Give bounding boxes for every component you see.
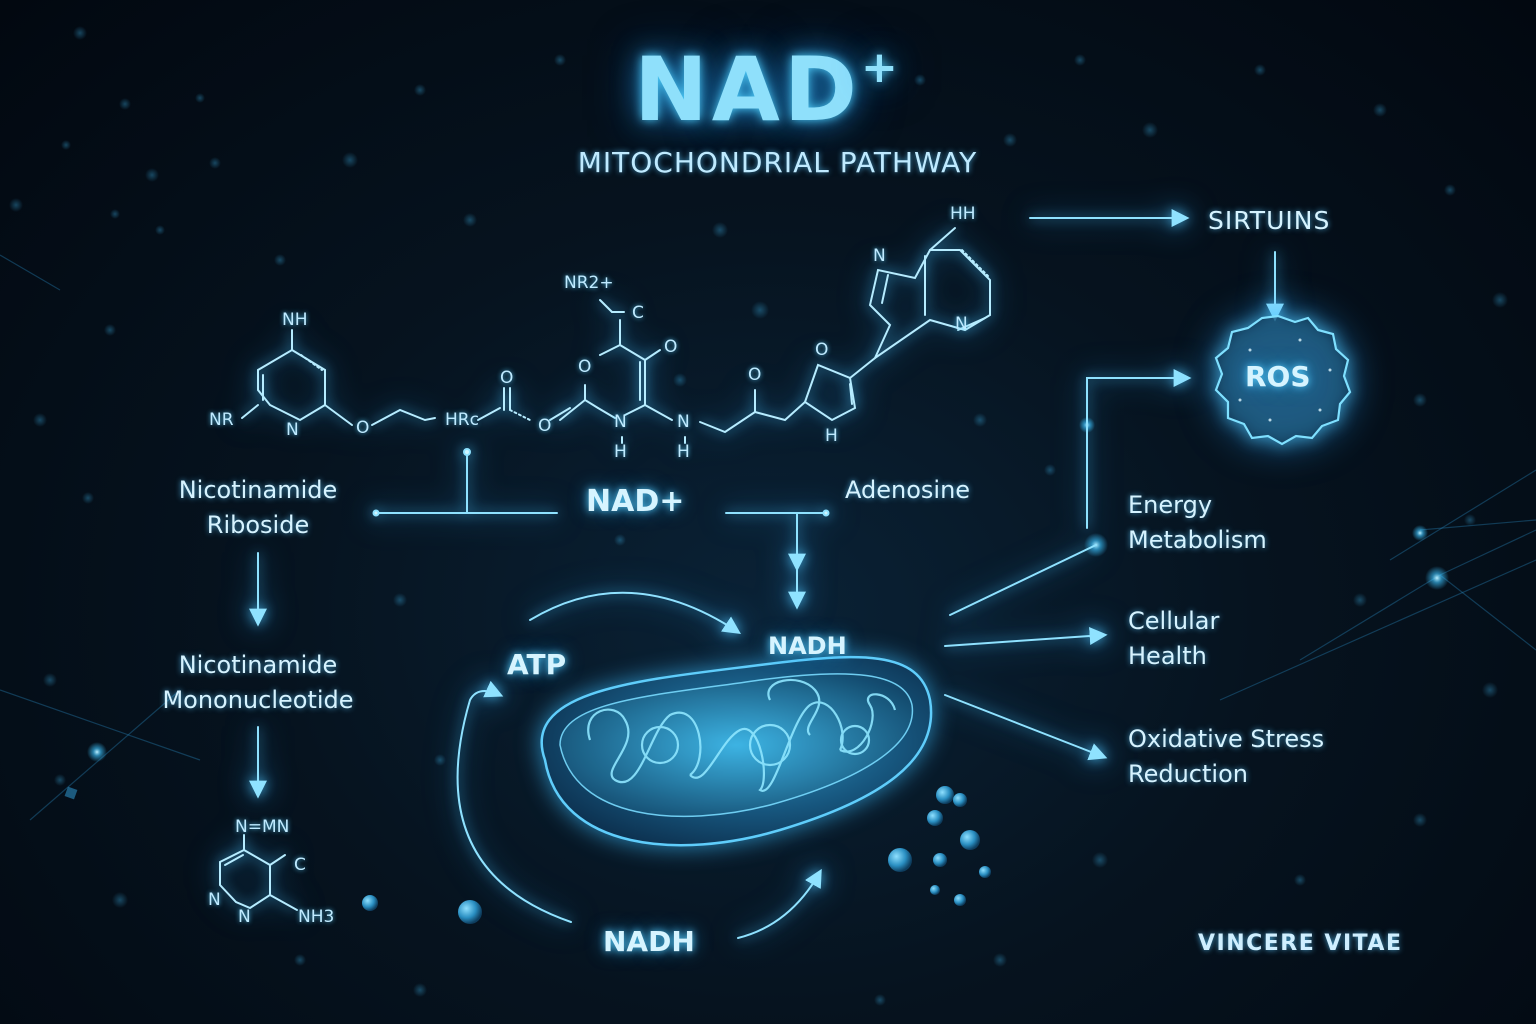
title-text: NAD: [634, 38, 861, 141]
title-superscript: +: [860, 41, 902, 93]
chem-mid-h2: H: [677, 442, 690, 462]
chem-left-nr: NR: [209, 410, 234, 430]
chem-mid-c: C: [632, 303, 644, 323]
chem-bottom-c: C: [294, 855, 306, 875]
outcome-oxidative-stress-reduction: Oxidative Stress Reduction: [1128, 725, 1325, 788]
chem-mid-o-ring: O: [578, 357, 592, 377]
brand-watermark: VINCERE VITAE: [1198, 931, 1403, 956]
outcome-energy-metabolism: Energy Metabolism: [1128, 491, 1267, 554]
chem-left-o-link: O: [538, 416, 552, 436]
node-nadh-top: NADH: [768, 632, 847, 660]
node-nicotinamide-mononucleotide: Nicotinamide Mononucleotide: [162, 651, 354, 714]
chem-bottom-nh3: NH3: [298, 907, 335, 927]
chem-mid-n1: N: [614, 412, 627, 432]
chem-bottom-n1: N: [208, 890, 221, 910]
chem-adenine-hh: HH: [950, 204, 976, 224]
diagram-subtitle: MITOCHONDRIAL PATHWAY: [577, 146, 978, 179]
diagram-title: NAD+: [0, 38, 1536, 141]
chem-mid-n2: N: [677, 412, 690, 432]
chem-bottom-n2: N: [238, 907, 251, 927]
chem-mid-o-chain: O: [748, 365, 762, 385]
outcome-cellular-health: Cellular Health: [1128, 607, 1220, 670]
chem-adenine-n2: N: [955, 314, 968, 334]
chem-mid-h1: H: [614, 442, 627, 462]
chem-furan-o: O: [815, 340, 829, 360]
chem-furan-h: H: [825, 426, 838, 446]
chem-left-n: N: [286, 420, 299, 440]
chem-bottom-nmn: N=MN: [235, 817, 290, 837]
chem-mid-nr2: NR2+: [564, 273, 614, 293]
chem-left-o-carbonyl: O: [500, 368, 514, 388]
node-nadh-bottom: NADH: [603, 925, 695, 958]
chem-left-nh: NH: [282, 310, 308, 330]
node-adenosine: Adenosine: [845, 476, 971, 504]
chem-adenine-n1: N: [873, 246, 886, 266]
node-atp: ATP: [507, 648, 567, 681]
chem-mid-o-keto: O: [664, 337, 678, 357]
node-sirtuins: SIRTUINS: [1208, 206, 1331, 235]
chem-left-o: O: [356, 418, 370, 438]
node-ros: ROS: [1245, 360, 1311, 393]
node-nad-plus: NAD+: [586, 484, 685, 519]
chem-left-hrc: HRc: [445, 410, 479, 430]
node-nicotinamide-riboside: Nicotinamide Riboside: [178, 476, 338, 539]
